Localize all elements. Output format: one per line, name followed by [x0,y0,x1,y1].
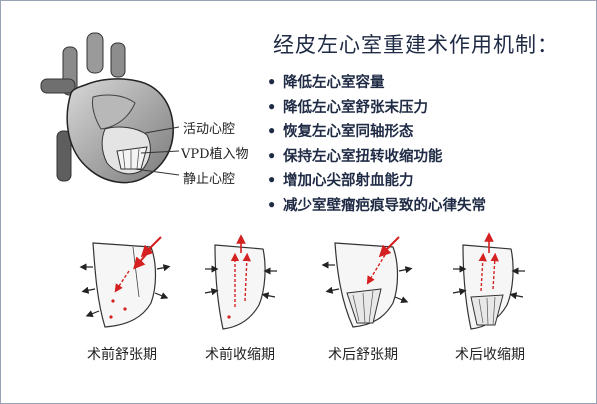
phase-label-preop-systole: 术前收缩期 [205,347,275,363]
pointer-static [134,168,180,176]
vessel-top [86,32,104,74]
bullet-icon: • [267,196,277,214]
ventricle-panel-3 [321,236,413,328]
mechanism-list: •降低左心室容量 •降低左心室舒张末压力 •恢复左心室同轴形态 •保持左心室扭转… [267,71,486,218]
pointer-device [140,150,180,154]
bullet-icon: • [267,123,277,140]
pointer-active [144,126,180,134]
bullet-icon: • [267,98,277,116]
mechanism-item: •保持左心室扭转收缩功能 [267,145,486,170]
bullet-icon: • [267,74,277,91]
label-static-chamber: 静止心腔 [183,172,236,187]
label-active-chamber: 活动心腔 [183,122,236,137]
mechanism-item: •减少室壁瘤疤痕导致的心律失常 [267,194,486,219]
ventricle-panel-2 [204,234,277,330]
heart-illustration [40,32,180,184]
mechanism-item: •增加心尖部射血能力 [267,169,486,194]
pulmonary-vessel [40,78,76,94]
phase-label-postop-systole: 术后收缩期 [455,347,525,363]
ventricle-panel-1 [79,236,171,328]
diagram-title: 经皮左心室重建术作用机制： [273,33,559,57]
vena-cava [56,130,72,182]
phase-label-postop-diastole: 术后舒张期 [328,347,398,363]
label-vpd-implant: VPD植入物 [181,147,249,162]
phase-label-preop-diastole: 术前舒张期 [87,347,157,363]
bullet-icon: • [267,172,277,189]
vessel-right [110,42,126,78]
heart-atrium [92,94,136,130]
mechanism-item: •降低左心室容量 [267,71,486,96]
mechanism-item: •降低左心室舒张末压力 [267,96,486,121]
bullet-icon: • [267,147,277,165]
mechanism-item: •恢复左心室同轴形态 [267,120,486,145]
ventricle-panel-4 [452,232,525,330]
